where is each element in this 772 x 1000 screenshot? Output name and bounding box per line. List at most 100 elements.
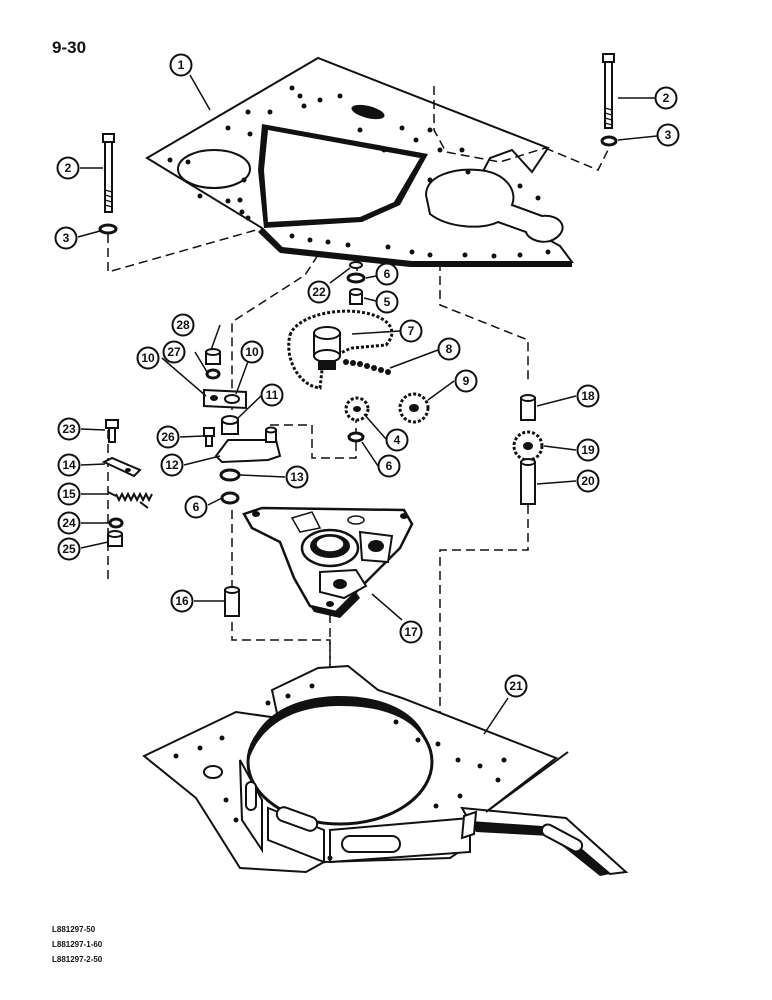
svg-text:24: 24 bbox=[62, 516, 76, 530]
callout-8: 8 bbox=[437, 337, 461, 361]
plate-right bbox=[224, 394, 240, 404]
svg-text:10: 10 bbox=[141, 351, 155, 365]
callout-2-right: 2 bbox=[654, 86, 678, 110]
svg-text:4: 4 bbox=[394, 433, 401, 447]
callout-21: 21 bbox=[504, 674, 528, 698]
callout-23: 23 bbox=[57, 417, 81, 441]
svg-text:20: 20 bbox=[581, 474, 595, 488]
svg-text:6: 6 bbox=[386, 459, 393, 473]
spring bbox=[107, 491, 153, 509]
callout-14: 14 bbox=[57, 453, 81, 477]
callout-3-left: 3 bbox=[54, 226, 78, 250]
svg-text:11: 11 bbox=[266, 388, 279, 402]
tensioner-arm bbox=[214, 426, 282, 464]
callout-10-right: 10 bbox=[240, 340, 264, 364]
svg-text:6: 6 bbox=[193, 500, 200, 514]
callout-24: 24 bbox=[57, 511, 81, 535]
svg-text:23: 23 bbox=[62, 422, 76, 436]
callout-6-middle: 6 bbox=[377, 454, 401, 478]
svg-text:26: 26 bbox=[161, 430, 175, 444]
callout-7: 7 bbox=[399, 319, 423, 343]
svg-text:1: 1 bbox=[178, 58, 185, 72]
callout-12: 12 bbox=[160, 453, 184, 477]
svg-text:10: 10 bbox=[245, 345, 259, 359]
callout-19: 19 bbox=[576, 438, 600, 462]
svg-text:17: 17 bbox=[404, 625, 418, 639]
svg-text:3: 3 bbox=[665, 128, 672, 142]
callout-2-left: 2 bbox=[56, 156, 80, 180]
pin bbox=[224, 586, 240, 617]
housing bbox=[242, 506, 414, 618]
top-plate bbox=[145, 56, 574, 267]
svg-text:22: 22 bbox=[312, 285, 326, 299]
lock-washer bbox=[205, 368, 221, 380]
svg-text:8: 8 bbox=[446, 342, 453, 356]
svg-text:18: 18 bbox=[581, 389, 595, 403]
svg-text:21: 21 bbox=[509, 679, 523, 693]
sprocket-right bbox=[512, 430, 544, 462]
svg-text:5: 5 bbox=[384, 295, 391, 309]
callout-4: 4 bbox=[385, 428, 409, 452]
callout-15: 15 bbox=[57, 482, 81, 506]
svg-text:14: 14 bbox=[62, 458, 76, 472]
page-number: 9-30 bbox=[52, 38, 87, 57]
washer-left bbox=[98, 223, 118, 235]
svg-text:3: 3 bbox=[63, 231, 70, 245]
svg-text:2: 2 bbox=[65, 161, 72, 175]
reference-codes: L881297-50 L881297-1-60 L881297-2-50 bbox=[52, 922, 102, 967]
svg-text:27: 27 bbox=[167, 345, 181, 359]
washer-small bbox=[108, 517, 124, 529]
spacer bbox=[221, 415, 239, 435]
svg-text:7: 7 bbox=[408, 324, 415, 338]
callout-16: 16 bbox=[170, 589, 194, 613]
washer-right bbox=[600, 135, 618, 147]
callout-1: 1 bbox=[169, 53, 193, 77]
svg-text:2: 2 bbox=[663, 91, 670, 105]
callout-18: 18 bbox=[576, 384, 600, 408]
chain bbox=[343, 359, 391, 375]
leader-lines bbox=[77, 74, 658, 735]
callouts: 1 2 3 2 3 22 6 5 7 8 9 4 6 28 27 10 10 1… bbox=[54, 53, 680, 698]
svg-text:25: 25 bbox=[62, 542, 76, 556]
idler-sprocket bbox=[398, 392, 430, 424]
bushing bbox=[349, 288, 363, 305]
callout-10-left: 10 bbox=[136, 346, 160, 370]
callout-6-lower: 6 bbox=[184, 495, 208, 519]
spacer-long bbox=[520, 458, 536, 505]
callout-26: 26 bbox=[156, 425, 180, 449]
svg-text:6: 6 bbox=[384, 267, 391, 281]
drive-sprocket bbox=[287, 309, 394, 390]
reference-code: L881297-2-50 bbox=[52, 955, 103, 964]
callout-13: 13 bbox=[285, 465, 309, 489]
bolt-short bbox=[203, 427, 215, 447]
svg-text:28: 28 bbox=[176, 318, 190, 332]
bolt-right bbox=[602, 53, 615, 129]
callout-20: 20 bbox=[576, 469, 600, 493]
svg-text:12: 12 bbox=[165, 458, 179, 472]
washer-upper bbox=[346, 272, 366, 284]
washer-lower bbox=[220, 491, 240, 505]
callout-27: 27 bbox=[162, 340, 186, 364]
washer-arm bbox=[219, 468, 241, 482]
reference-code: L881297-1-60 bbox=[52, 940, 103, 949]
svg-text:19: 19 bbox=[581, 443, 595, 457]
callout-28: 28 bbox=[171, 313, 195, 337]
reference-code: L881297-50 bbox=[52, 925, 96, 934]
bolt-small bbox=[105, 419, 119, 443]
svg-text:16: 16 bbox=[175, 594, 189, 608]
bracket bbox=[101, 456, 142, 478]
callout-17: 17 bbox=[399, 620, 423, 644]
nut-small bbox=[107, 530, 123, 547]
callout-11: 11 bbox=[260, 383, 284, 407]
callout-3-right: 3 bbox=[656, 123, 680, 147]
svg-text:13: 13 bbox=[290, 470, 304, 484]
callout-25: 25 bbox=[57, 537, 81, 561]
ring bbox=[349, 261, 363, 269]
bolt-left bbox=[102, 133, 115, 213]
washer-middle bbox=[347, 431, 365, 443]
base-frame bbox=[142, 664, 629, 876]
svg-text:9: 9 bbox=[463, 374, 470, 388]
callout-6-upper: 6 bbox=[375, 262, 399, 286]
small-sprocket bbox=[344, 396, 370, 422]
